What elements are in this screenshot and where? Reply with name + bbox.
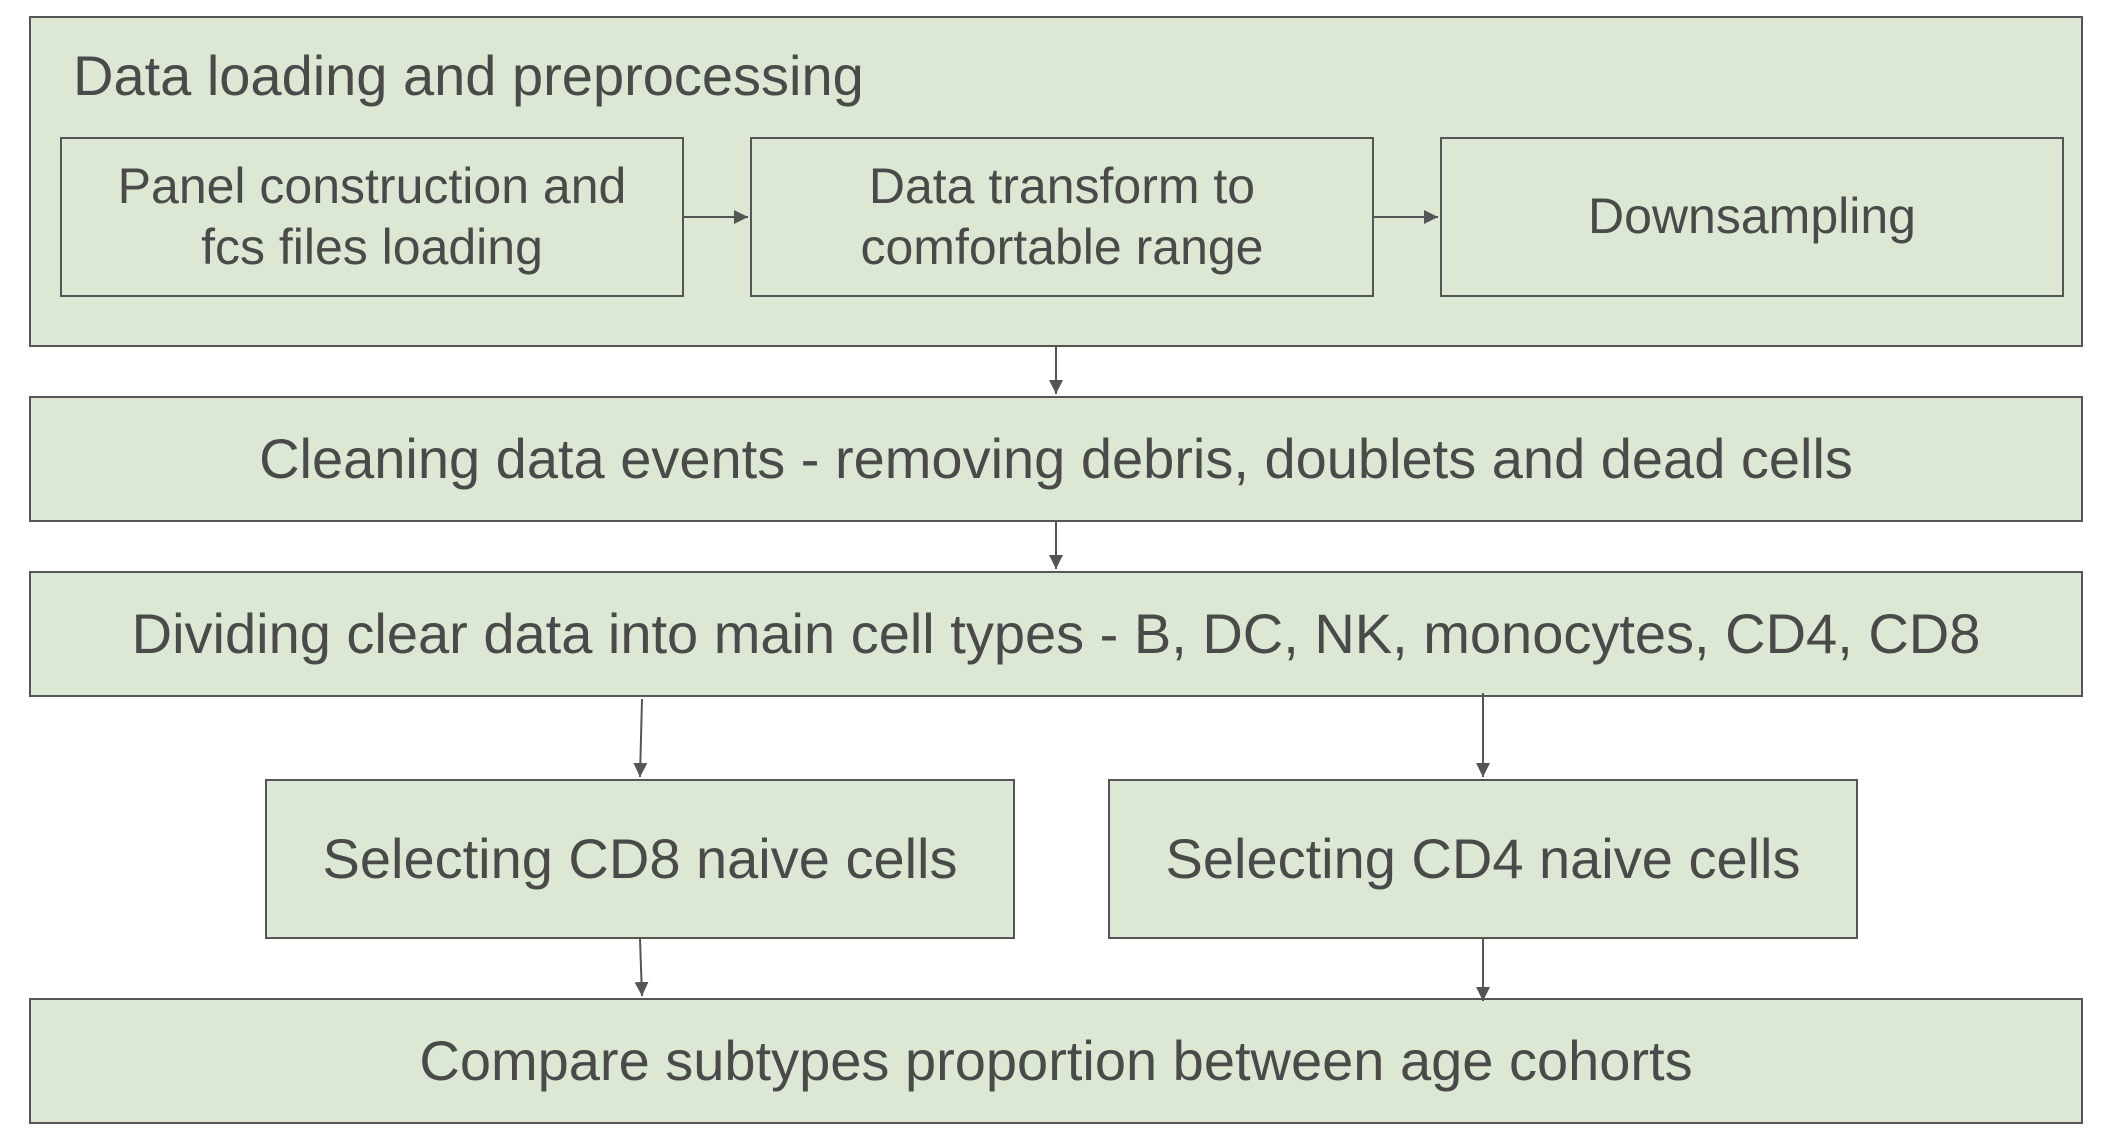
step-data-transform-box: Data transform to comfortable range (750, 137, 1374, 297)
step-panel-construction-box: Panel construction and fcs files loading (60, 137, 684, 297)
step-panel-construction-line1: Panel construction and (117, 157, 627, 214)
step-panel-construction-line2: fcs files loading (201, 219, 543, 275)
group-title: Data loading and preprocessing (73, 44, 864, 107)
step-downsampling-box: Downsampling (1440, 137, 2064, 297)
step-downsampling-label: Downsampling (1588, 188, 1916, 245)
step-data-transform-line1: Data transform to (868, 157, 1256, 214)
compare-label: Compare subtypes proportion between age … (419, 1028, 1693, 1092)
compare-box: Compare subtypes proportion between age … (29, 998, 2083, 1124)
cleaning-label: Cleaning data events - removing debris, … (259, 426, 1853, 490)
cleaning-box: Cleaning data events - removing debris, … (29, 396, 2083, 522)
arrow-dividing-to-cd8 (633, 698, 648, 778)
cd4-naive-box: Selecting CD4 naive cells (1108, 779, 1858, 939)
cd4-naive-label: Selecting CD4 naive cells (1165, 826, 1801, 890)
arrow-cd8-to-compare (634, 938, 649, 997)
dividing-label: Dividing clear data into main cell types… (131, 601, 1981, 665)
step-data-transform-line2: comfortable range (860, 219, 1264, 275)
cd8-naive-label: Selecting CD8 naive cells (322, 826, 958, 890)
cd8-naive-box: Selecting CD8 naive cells (265, 779, 1015, 939)
dividing-box: Dividing clear data into main cell types… (29, 571, 2083, 697)
